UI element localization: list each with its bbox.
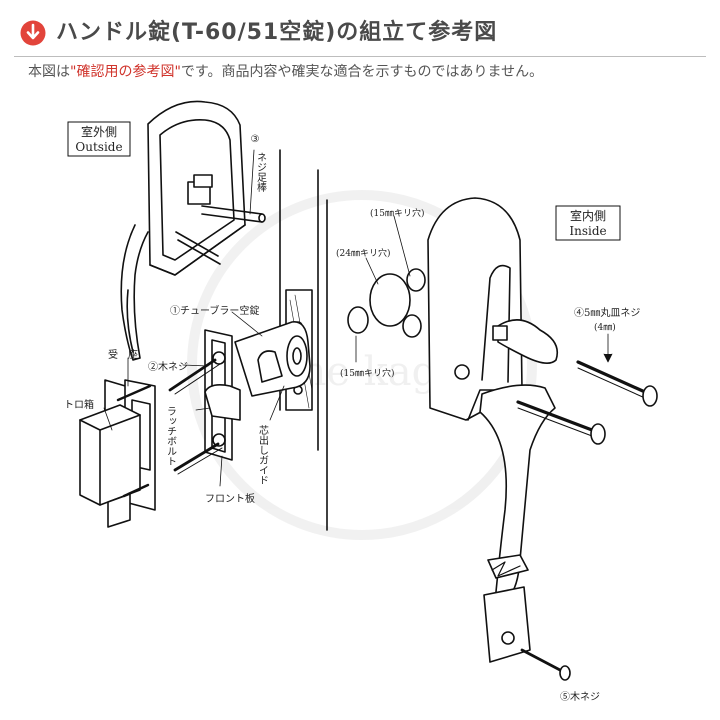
outside-label-jp: 室外側 xyxy=(81,124,117,139)
wood-screws-2 xyxy=(168,358,223,475)
hole-15-top-label: (15㎜キリ穴) xyxy=(370,207,424,219)
note-suffix: です。商品内容や確実な適合を示すものではありません。 xyxy=(180,64,544,80)
inside-label-jp: 室内側 xyxy=(570,208,606,223)
latch-bolt-label: ラッチボルト xyxy=(165,406,177,466)
callout-5-label: ⑤木ネジ xyxy=(560,691,600,703)
outside-label-en: Outside xyxy=(75,140,122,154)
strike-assembly xyxy=(79,379,156,528)
inside-holes xyxy=(347,268,426,338)
torobako-label: トロ箱 xyxy=(64,398,94,411)
ukeza-label: 受 座 xyxy=(108,348,138,361)
note-prefix: 本図は xyxy=(28,64,70,80)
inside-label-en: Inside xyxy=(569,224,606,238)
inside-handle xyxy=(427,197,559,663)
tubular-latch xyxy=(234,321,311,397)
front-plate-label: フロント板 xyxy=(205,492,255,505)
round-head-screws-4 xyxy=(516,360,658,445)
outside-label-box: 室外側 Outside xyxy=(67,121,131,157)
inside-label-box: 室内側 Inside xyxy=(555,205,621,241)
page-title: ハンドル錠(T-60/51空錠)の組立て参考図 xyxy=(56,20,498,45)
page-header: ハンドル錠(T-60/51空錠)の組立て参考図 xyxy=(14,14,706,57)
hole-24-label: (24㎜キリ穴) xyxy=(336,247,390,259)
wood-screw-5 xyxy=(520,648,571,681)
callout-3-label: ネジ足棒 xyxy=(255,152,267,193)
header-divider xyxy=(14,56,706,57)
callout-4-label: ④5㎜丸皿ネジ xyxy=(574,306,640,319)
arrow-down-circle-icon xyxy=(20,20,46,46)
front-plate xyxy=(204,329,241,461)
center-guide-label: 芯出しガイド xyxy=(257,424,269,485)
outside-escutcheon xyxy=(120,100,266,361)
callout-4-sub-label: (4㎜) xyxy=(594,322,616,333)
note-highlight: "確認用の参考図" xyxy=(70,64,181,80)
hole-15-bottom-label: (15㎜キリ穴) xyxy=(340,367,394,379)
leader-lines xyxy=(103,149,613,487)
callout-3-num: ③ xyxy=(251,134,260,145)
callout-2-label: ②木ネジ xyxy=(148,361,188,373)
disclaimer-note: 本図は"確認用の参考図"です。商品内容や確実な適合を示すものではありません。 xyxy=(28,61,543,81)
callout-1-label: ①チューブラー空錠 xyxy=(170,304,259,317)
assembly-diagram: The-kagi xyxy=(64,100,658,703)
